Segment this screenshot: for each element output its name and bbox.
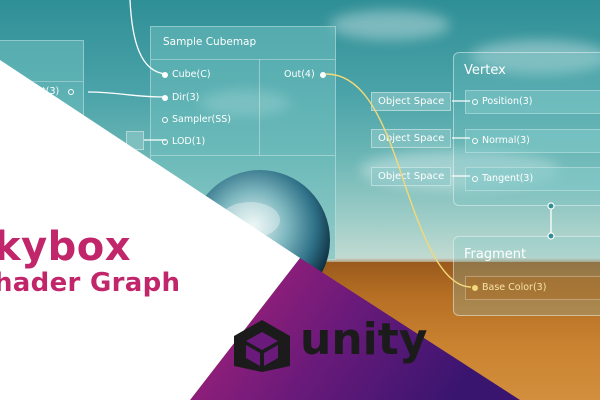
tag-label: Object Space: [378, 96, 445, 107]
vertex-slot-tangent[interactable]: Tangent(3): [465, 167, 600, 191]
port-dot-icon[interactable]: [472, 137, 478, 144]
wire-base-color: [325, 73, 472, 288]
port-dot-icon[interactable]: [472, 98, 478, 105]
port-lod[interactable]: LOD(1): [162, 136, 205, 147]
link-dot-icon: [547, 202, 555, 210]
port-dot-icon[interactable]: [319, 71, 326, 78]
slot-label: Normal(3): [482, 135, 530, 146]
tag-label: Object Space: [378, 171, 445, 182]
port-label: LOD(1): [172, 136, 206, 147]
port-dot-icon[interactable]: [162, 116, 168, 123]
headline-shader-graph: hader Graph: [0, 268, 181, 298]
port-label: Dir(3): [172, 92, 200, 103]
vertex-slot-normal[interactable]: Normal(3): [465, 129, 600, 153]
port-dot-icon[interactable]: [68, 88, 75, 95]
port-dot-icon[interactable]: [472, 175, 478, 182]
wire-cube: [129, 0, 167, 75]
fragment-title: Fragment: [464, 247, 527, 262]
vertex-title: Vertex: [464, 63, 506, 78]
port-label: Cube(C): [172, 69, 211, 80]
slot-label: Position(3): [482, 96, 533, 107]
port-dot-icon[interactable]: [472, 284, 478, 291]
link-dot-icon: [547, 232, 555, 240]
port-sampler[interactable]: Sampler(SS): [162, 114, 231, 125]
slot-label: Base Color(3): [482, 282, 547, 293]
headline-skybox: kybox: [0, 224, 132, 270]
white-triangle: [0, 60, 300, 400]
port-dot-icon[interactable]: [162, 138, 168, 145]
wire-dir: [87, 91, 167, 98]
object-space-tag-position[interactable]: Object Space: [371, 92, 452, 111]
object-space-tag-tangent[interactable]: Object Space: [371, 167, 452, 186]
unity-wordmark: unity: [300, 314, 428, 365]
port-label: Out(4): [284, 69, 315, 80]
port-out[interactable]: Out(4): [284, 69, 330, 80]
unity-cube-icon: [234, 320, 290, 372]
cloud: [470, 40, 600, 74]
slot-label: Tangent(3): [482, 173, 534, 184]
vertex-slot-position[interactable]: Position(3): [465, 90, 600, 114]
cloud: [330, 10, 450, 40]
sample-cubemap-title: Sample Cubemap: [163, 36, 257, 48]
tag-label: Object Space: [378, 133, 445, 144]
fragment-slot-base-color[interactable]: Base Color(3): [465, 276, 600, 300]
port-label: Sampler(SS): [172, 114, 231, 125]
